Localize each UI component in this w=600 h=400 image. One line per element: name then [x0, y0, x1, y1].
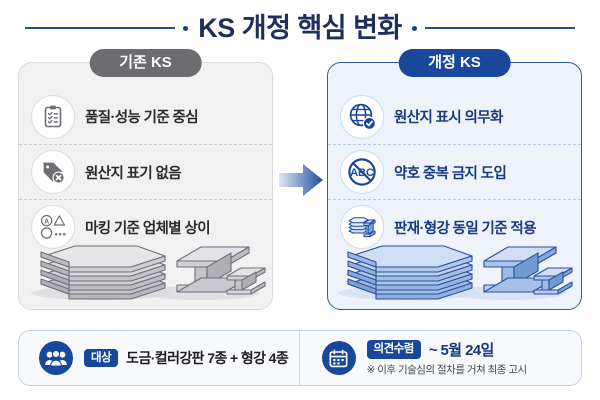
schedule-note: ※ 이후 기술심의 절차를 거쳐 최종 고시 [366, 364, 528, 376]
footer-schedule-body: 의견수렴 ~ 5월 24일 ※ 이후 기술심의 절차를 거쳐 최종 고시 [366, 339, 528, 377]
title-dot-right [411, 25, 417, 31]
footer-schedule-line: 의견수렴 ~ 5월 24일 [366, 339, 527, 360]
schedule-tag: 의견수렴 [366, 340, 421, 359]
list-item-label: 약호 중복 금지 도입 [394, 165, 507, 182]
list-item-label: 원산지 표시 의무화 [394, 110, 503, 126]
list-item-label: 마킹 기준 업체별 상이 [85, 220, 211, 237]
clipboard-checklist-icon [31, 94, 75, 139]
footer-target-body: 대상 도금·컬러강판 7종 + 형강 4종 [84, 348, 289, 368]
list-item-label: 원산지 표기 없음 [85, 165, 182, 182]
list-item: 판재·형강 동일 기준 적용 [328, 199, 581, 254]
list-item: 품질·성능 기준 중심 [19, 89, 272, 144]
list-item: 원산지 표기 없음 [19, 144, 272, 199]
title-bar: KS 개정 핵심 변화 [0, 8, 600, 48]
panel-old-badge: 기존 KS [89, 49, 202, 77]
price-tag-x-icon [31, 150, 75, 194]
svg-text:A: A [44, 218, 49, 225]
right-arrow [277, 160, 325, 200]
marking-shapes-icon: A [31, 205, 75, 249]
page-title: KS 개정 핵심 변화 [198, 12, 402, 43]
list-item: 원산지 표시 의무화 [328, 89, 581, 144]
panel-old-ks: 기존 KS 품질·성능 기준 중심 [18, 49, 273, 310]
calendar-icon [321, 341, 356, 375]
plates-beam-icon [340, 205, 384, 249]
list-item-label: 품질·성능 기준 중심 [85, 110, 199, 126]
title-rule-right [424, 27, 575, 29]
abc-prohibited-icon: ABC [340, 150, 384, 194]
panel-new-badge: 개정 KS [398, 49, 511, 77]
list-item: A 마킹 기준 업체별 상이 [19, 199, 272, 254]
list-item-label: 판재·형강 동일 기준 적용 [394, 220, 537, 237]
target-tag: 대상 [84, 348, 119, 368]
globe-check-icon [340, 94, 384, 139]
title-rule-left [25, 27, 176, 29]
schedule-text: ~ 5월 24일 [428, 342, 495, 359]
target-text: 도금·컬러강판 7종 + 형강 4종 [126, 350, 289, 366]
steel-plates-and-beams-blue [328, 231, 581, 303]
panel-old-rows: 품질·성능 기준 중심 원산지 표기 없음 [19, 89, 272, 254]
people-group-icon [39, 341, 73, 375]
panel-new-rows: 원산지 표시 의무화 ABC 약호 중복 금지 도입 [328, 89, 581, 254]
footer-target-line: 대상 도금·컬러강판 7종 + 형강 4종 [84, 348, 289, 368]
footer-bar: 대상 도금·컬러강판 7종 + 형강 4종 [18, 330, 582, 386]
panel-new-ks: 개정 KS 원산지 표시 의무화 [327, 49, 582, 310]
steel-plates-and-beams-gray [19, 231, 272, 303]
title-dot-left [183, 25, 189, 31]
footer-target-section: 대상 도금·컬러강판 7종 + 형강 4종 [19, 331, 299, 385]
footer-schedule-section: 의견수렴 ~ 5월 24일 ※ 이후 기술심의 절차를 거쳐 최종 고시 [298, 331, 582, 385]
list-item: ABC 약호 중복 금지 도입 [328, 144, 581, 199]
